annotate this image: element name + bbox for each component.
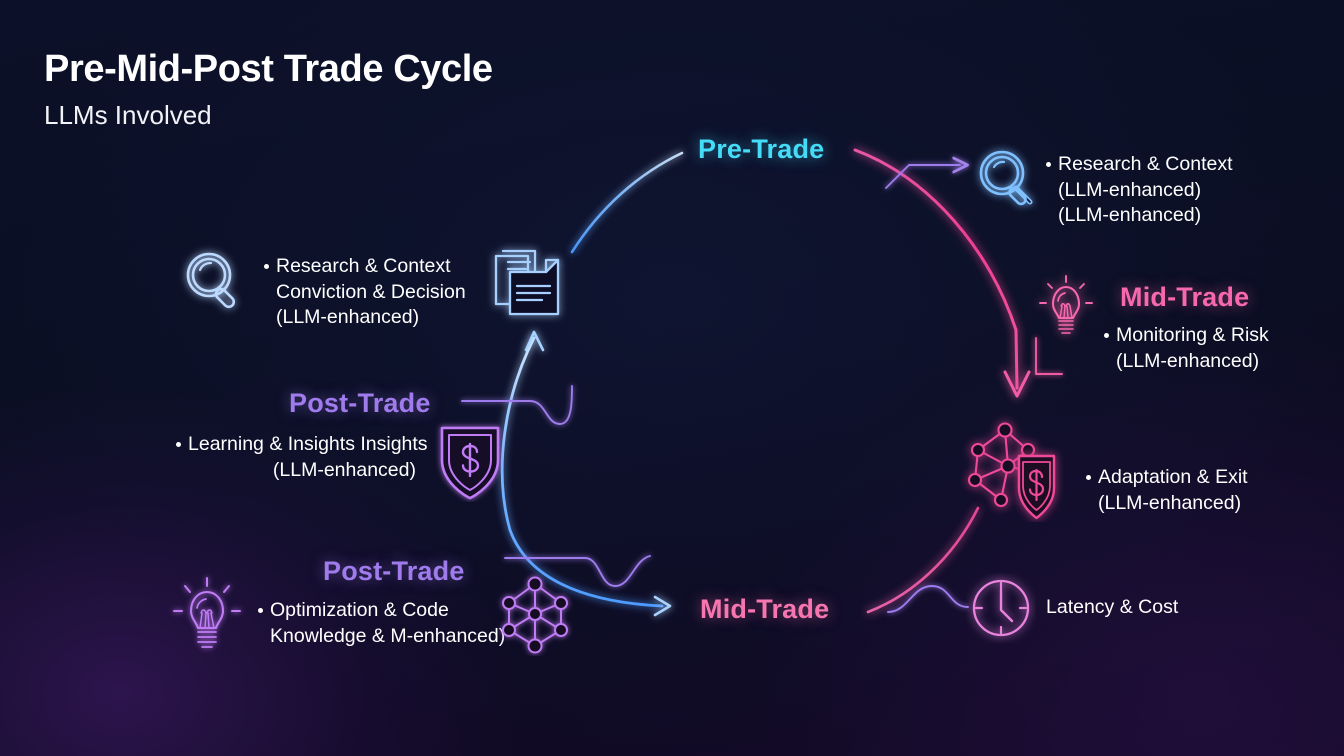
node-learning-insights: Learning & Insights Insights (LLM-enhanc… [176,432,428,483]
arc-pre-trade-top [570,151,684,254]
list-item: Optimization & Code [258,598,505,624]
cycle-label-post-trade-lower[interactable]: Post-Trade [323,556,465,586]
magnifier-icon [968,142,1048,227]
node-line: Research & Context [276,255,451,277]
magnifier-icon [176,244,260,333]
node-line: Conviction & Decision [276,280,466,303]
node-line: Knowledge & M-enhanced) [270,624,506,647]
cycle-label-pre-trade[interactable]: Pre-Trade [698,134,825,164]
lightbulb-icon [1028,268,1104,349]
documents-icon [486,242,572,333]
node-line: Research & Context [1058,153,1233,175]
cycle-label-mid-trade-right[interactable]: Mid-Trade [1120,282,1250,312]
list-item: Adaptation & Exit [1086,465,1248,491]
page-subtitle: LLMs Involved [44,100,212,130]
bullet-icon [176,442,181,447]
list-item: Monitoring & Risk [1104,323,1269,349]
network-icon [493,572,577,661]
list-item: Research & Context [264,254,466,280]
lightbulb-icon [160,566,256,667]
bullet-icon [258,608,263,613]
bullet-icon [1104,333,1109,338]
bullet-icon [1046,162,1051,167]
bullet-icon [264,264,269,269]
cycle-label-mid-trade-bottom[interactable]: Mid-Trade [700,594,830,624]
node-line: (LLM-enhanced) [1058,178,1202,201]
connector-to-clock-icon [887,585,969,613]
node-research-top-right: Research & Context (LLM-enhanced) (LLM-e… [1046,152,1233,229]
bullet-icon [1086,475,1091,480]
node-line: Latency & Cost [1046,596,1179,618]
cycle-label-post-trade-upper[interactable]: Post-Trade [289,388,431,418]
node-research-left: Research & Context Conviction & Decision… [264,254,466,331]
node-line: (LLM-enhanced) [1058,204,1202,226]
clock-icon [966,573,1036,648]
node-line: Adaptation & Exit [1098,466,1248,488]
connector-to-research-icon [885,165,960,189]
shield-dollar-icon [434,418,506,507]
node-line: (LLM-enhanced) [272,458,416,481]
network-shield-dollar-icon [956,414,1076,527]
node-line: (LLM-enhanced) [276,306,420,328]
page-title: Pre-Mid-Post Trade Cycle [44,48,493,90]
node-optimization-code: Optimization & Code Knowledge & M-enhanc… [258,598,505,649]
node-line: (LLM-enhanced) [1116,349,1260,372]
node-monitoring-risk: Monitoring & Risk (LLM-enhanced) [1104,323,1269,374]
node-line: Optimization & Code [270,599,449,621]
list-item: Research & Context [1046,152,1233,178]
node-latency-cost: Latency & Cost [1046,595,1178,621]
list-item: Learning & Insights Insights [176,432,428,458]
node-adaptation-exit: Adaptation & Exit (LLM-enhanced) [1086,465,1248,516]
node-line: Monitoring & Risk [1116,324,1269,346]
node-line: (LLM-enhanced) [1098,491,1242,514]
node-line: Learning & Insights Insights [188,433,428,455]
